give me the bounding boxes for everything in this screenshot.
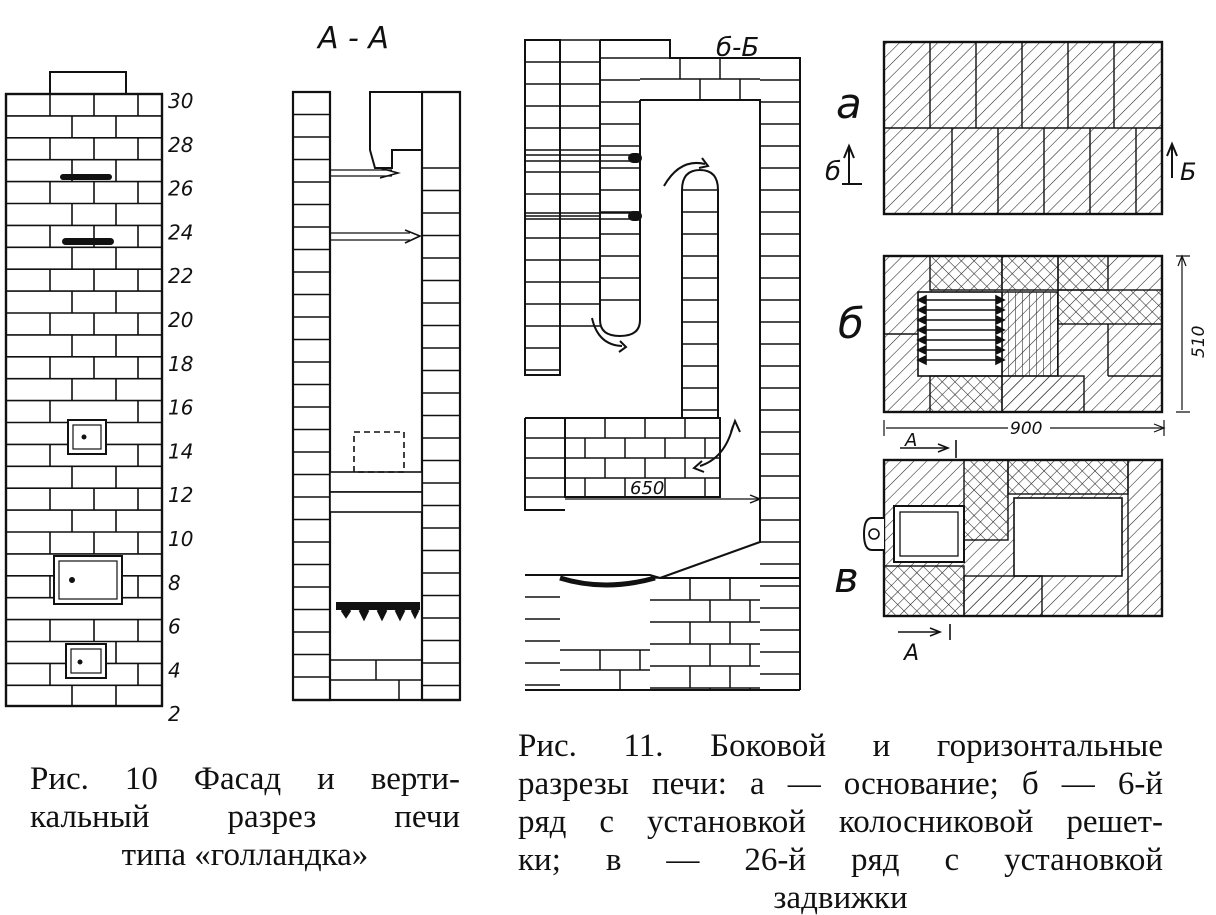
svg-text:б: б (825, 157, 841, 187)
plan-b-label: б (838, 299, 864, 348)
firebox-door (53, 555, 123, 605)
row-number: 16 (168, 396, 193, 420)
row-number: 8 (168, 571, 181, 595)
facade-view: 30 28 26 24 22 20 18 16 14 12 10 8 6 4 2 (4, 71, 193, 726)
section-a-a: A - A (291, 21, 462, 702)
svg-text:А: А (902, 641, 919, 666)
row-number: 2 (168, 702, 181, 726)
cleanout-door-upper (67, 419, 107, 455)
caption-11-line-1: Рис. 11. Боковой и горизонтальные (518, 728, 1163, 764)
figure-10-caption: Рис. 10 Фасад и верти- кальный разрез пе… (30, 760, 460, 874)
row-number: 26 (168, 177, 193, 201)
horizontal-sections: а б Б б (825, 40, 1209, 666)
cut-mark-top: А (900, 430, 957, 458)
row-number: 10 (168, 527, 193, 551)
damper-upper (330, 167, 401, 179)
svg-text:510: 510 (1189, 326, 1209, 358)
ash-door (65, 643, 107, 679)
row-number: 28 (168, 133, 193, 157)
svg-text:900: 900 (1010, 419, 1042, 439)
plan-a-label: а (836, 79, 862, 128)
caption-11-line-4: ки; в — 26-й ряд с установкой (518, 842, 1163, 878)
svg-text:Б: Б (1180, 158, 1196, 186)
row-number: 4 (168, 658, 181, 682)
row-number: 24 (168, 220, 193, 244)
section-b-b: б-Б (524, 33, 801, 691)
row-number: 20 (168, 308, 193, 332)
section-a-a-label: A - A (316, 21, 389, 56)
svg-text:650: 650 (630, 478, 664, 499)
caption-11-line-5: задвижки (773, 880, 908, 915)
plan-a (882, 40, 1164, 216)
row-number-labels: 30 28 26 24 22 20 18 16 14 12 10 8 6 4 2 (168, 89, 193, 726)
caption-10-line-3: типа «голландка» (121, 837, 369, 873)
row-number: 30 (168, 89, 193, 113)
row-number: 18 (168, 352, 193, 376)
plan-v-label: в (834, 553, 859, 602)
row-number: 6 (168, 615, 181, 639)
flow-arrows (591, 157, 741, 473)
plan-b (882, 254, 1164, 414)
svg-text:А: А (904, 430, 917, 451)
row-number: 22 (168, 264, 193, 288)
figure-11-caption: Рис. 11. Боковой и горизонтальные разрез… (518, 727, 1163, 915)
caption-11-line-3: ряд с установкой колосниковой решет- (518, 804, 1163, 840)
row-number: 14 (168, 439, 193, 463)
dimension-900: 900 (883, 419, 1166, 439)
damper-handle-24 (62, 238, 114, 245)
grate-bars (336, 602, 420, 622)
caption-10-line-1: Рис. 10 Фасад и верти- (30, 761, 460, 797)
damper-lower (330, 229, 423, 244)
section-mark-left: б (825, 143, 862, 187)
damper-handle-26 (60, 174, 112, 180)
dimension-510: 510 (1176, 254, 1209, 413)
caption-10-line-2: кальный разрез печи (30, 799, 460, 835)
caption-11-line-2: разрезы печи: а — основание; б — 6-й (518, 766, 1163, 802)
damper-bars (525, 153, 642, 221)
section-mark-right: Б (1166, 141, 1196, 186)
dimension-650: 650 (565, 478, 762, 504)
cut-mark-bottom: А (898, 624, 951, 666)
plan-v (862, 458, 1164, 618)
row-number: 12 (168, 483, 193, 507)
